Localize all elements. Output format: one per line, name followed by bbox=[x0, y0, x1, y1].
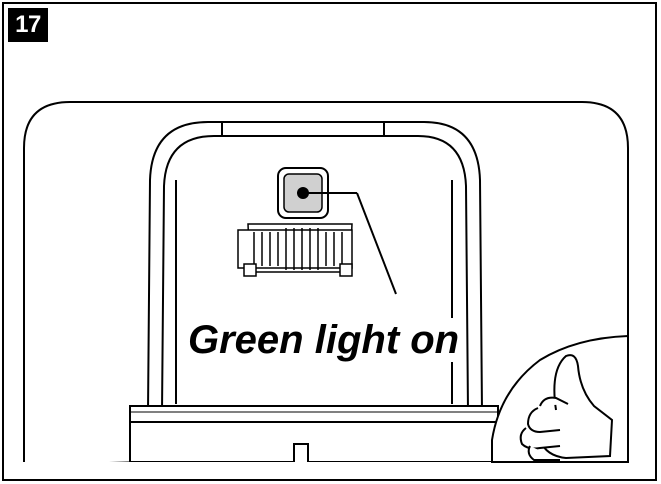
illustration-panel bbox=[23, 101, 629, 462]
callout-line bbox=[303, 192, 397, 295]
step-number-badge: 17 bbox=[8, 8, 48, 42]
device-body bbox=[147, 121, 483, 413]
device-base bbox=[129, 405, 499, 462]
status-caption: Green light on bbox=[188, 318, 464, 362]
thumbs-up-icon bbox=[491, 334, 629, 463]
knob-icon bbox=[237, 223, 353, 277]
vent-strip bbox=[24, 461, 628, 462]
